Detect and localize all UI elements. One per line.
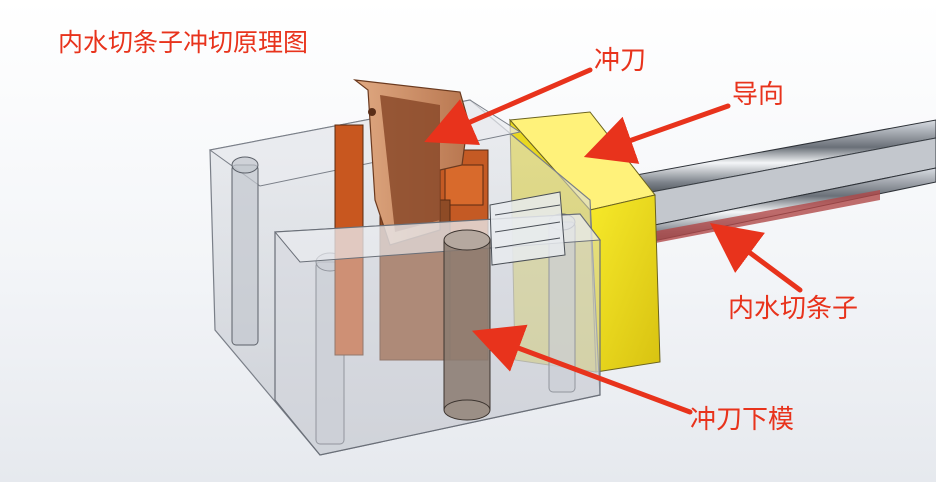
arrow-to-strip — [709, 223, 803, 293]
arrow-to-guide — [583, 103, 731, 164]
diagram-title: 内水切条子冲切原理图 — [58, 28, 309, 57]
label-guide: 导向 — [732, 80, 785, 110]
strip-inside — [489, 191, 566, 266]
arrow-to-lower-die — [471, 324, 693, 415]
label-inner-strip: 内水切条子 — [728, 294, 859, 324]
label-lower-die: 冲刀下模 — [690, 405, 795, 435]
strip-rails — [619, 119, 936, 249]
label-punch: 冲刀 — [594, 46, 647, 76]
annotation-arrows — [424, 67, 803, 415]
arrow-to-punch — [424, 67, 593, 145]
lower-die — [443, 229, 491, 421]
